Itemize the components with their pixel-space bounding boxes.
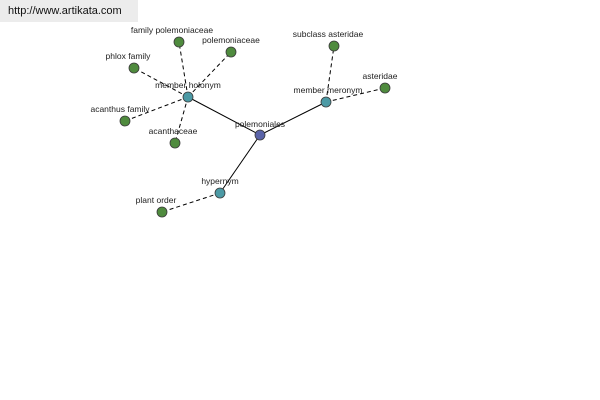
- node-acanthaceae[interactable]: [169, 137, 181, 149]
- edge-member-holonym-phlox-family: [133, 67, 189, 98]
- node-member-holonym[interactable]: [182, 91, 194, 103]
- node-hypernym[interactable]: [214, 187, 226, 199]
- node-label-hypernym: hypernym: [201, 176, 238, 186]
- node-label-member-meronym: member meronym: [294, 85, 363, 95]
- edge-center-member-meronym: [259, 101, 327, 136]
- node-subclass-asteridae[interactable]: [328, 40, 340, 52]
- edge-center-member-holonym: [187, 96, 261, 136]
- node-family-polemoniaceae[interactable]: [173, 36, 185, 48]
- edge-member-holonym-acanthus-family: [124, 96, 189, 122]
- node-acanthus-family[interactable]: [119, 115, 131, 127]
- node-label-polemoniaceae: polemoniaceae: [202, 35, 260, 45]
- node-label-member-holonym: member holonym: [155, 80, 221, 90]
- node-label-subclass-asteridae: subclass asteridae: [293, 29, 364, 39]
- node-center[interactable]: [254, 129, 266, 141]
- edge-hypernym-plant-order: [161, 192, 221, 213]
- edge-member-holonym-polemoniaceae: [187, 51, 232, 98]
- node-polemoniaceae[interactable]: [225, 46, 237, 58]
- node-label-acanthaceae: acanthaceae: [149, 126, 198, 136]
- node-plant-order[interactable]: [156, 206, 168, 218]
- node-label-family-polemoniaceae: family polemoniaceae: [131, 25, 213, 35]
- node-label-asteridae: asteridae: [363, 71, 398, 81]
- edge-member-holonym-acanthaceae: [174, 96, 189, 144]
- node-label-phlox-family: phlox family: [106, 51, 152, 61]
- node-phlox-family[interactable]: [128, 62, 140, 74]
- site-url-link[interactable]: http://www.artikata.com: [0, 0, 138, 22]
- node-member-meronym[interactable]: [320, 96, 332, 108]
- node-asteridae[interactable]: [379, 82, 391, 94]
- node-label-center: polemoniales: [235, 119, 285, 129]
- edge-member-meronym-asteridae: [325, 87, 386, 103]
- edge-member-meronym-subclass-asteridae: [325, 45, 335, 103]
- node-label-plant-order: plant order: [136, 195, 177, 205]
- edge-center-hypernym: [219, 134, 261, 194]
- node-label-acanthus-family: acanthus family: [90, 104, 150, 114]
- edge-member-holonym-family-polemoniaceae: [178, 41, 189, 98]
